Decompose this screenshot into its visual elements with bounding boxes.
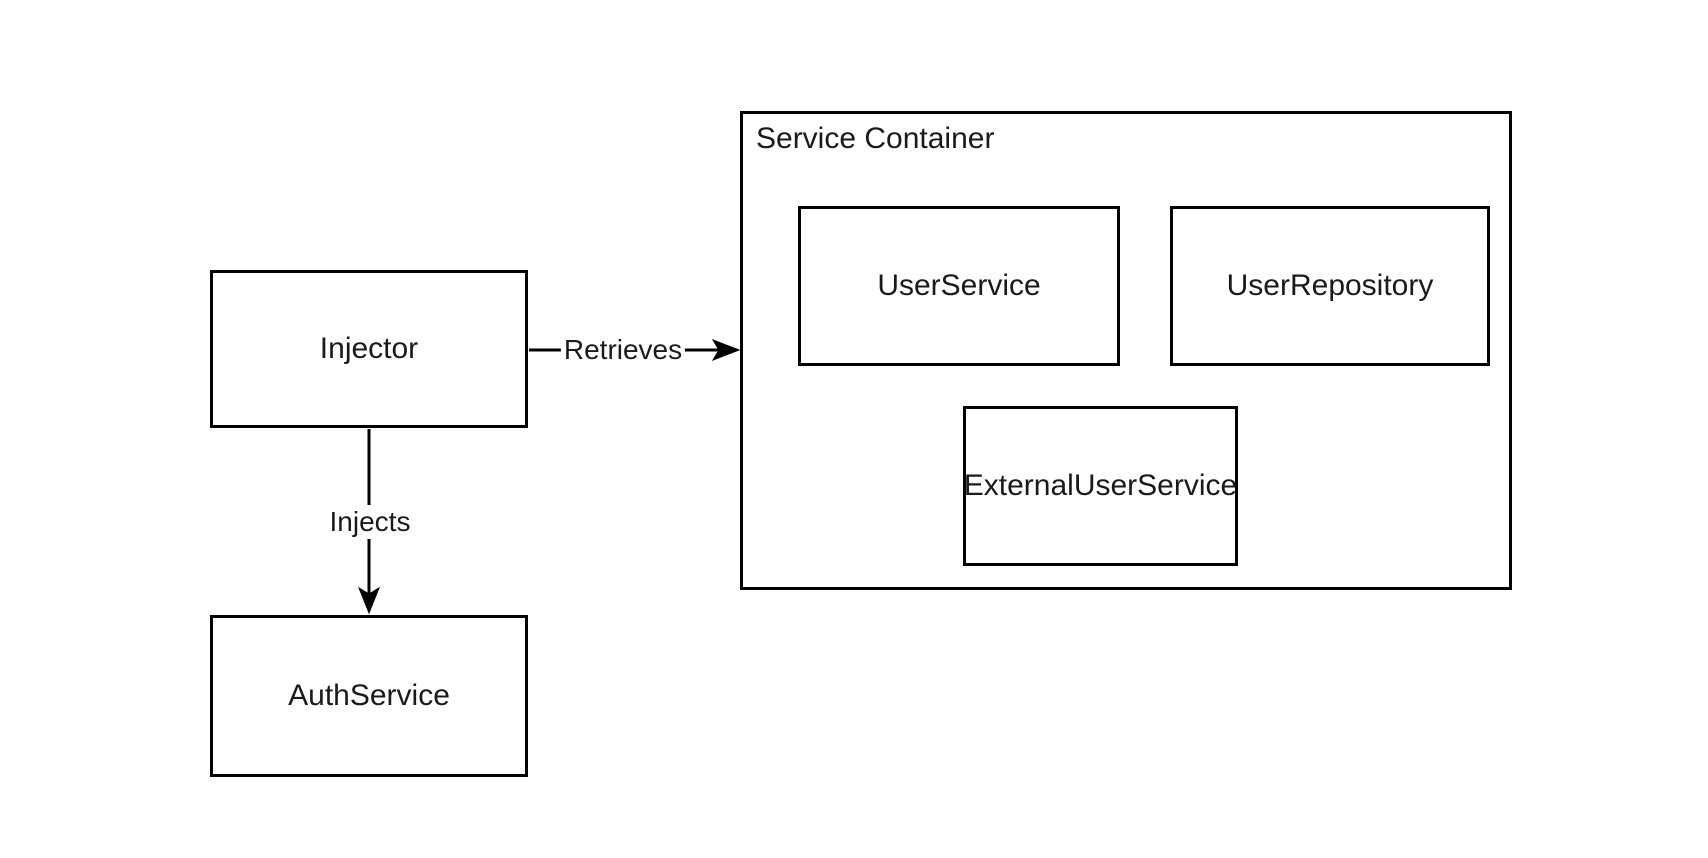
group-service-container: Service Container UserService UserReposi… — [740, 111, 1512, 590]
node-user-service-label: UserService — [877, 269, 1041, 302]
node-user-service: UserService — [798, 206, 1120, 366]
node-external-user-service-label: ExternalUserService — [963, 469, 1238, 502]
injects-edge-label: Injects — [326, 505, 414, 539]
node-auth-service: AuthService — [210, 615, 528, 777]
arrowhead-down-icon — [357, 586, 381, 615]
node-user-repository: UserRepository — [1170, 206, 1490, 366]
group-service-container-title: Service Container — [756, 122, 995, 155]
node-injector-label: Injector — [319, 332, 419, 365]
node-auth-service-label: AuthService — [288, 679, 450, 712]
node-external-user-service: ExternalUserService — [963, 406, 1238, 566]
arrowhead-right-icon — [711, 339, 741, 361]
node-user-repository-label: UserRepository — [1226, 269, 1434, 302]
retrieves-edge-label: Retrieves — [560, 333, 686, 367]
node-injector: Injector — [210, 270, 528, 428]
